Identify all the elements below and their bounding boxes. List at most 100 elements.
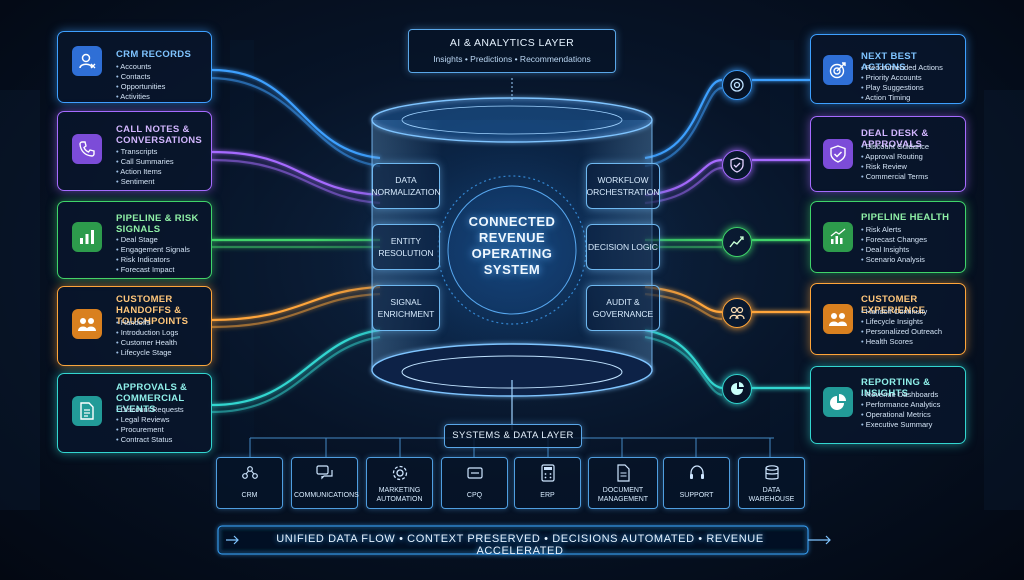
card-item: Executive Summary xyxy=(861,420,961,430)
card-item: Approval Routing xyxy=(861,152,961,162)
card-item: Procurement xyxy=(116,425,207,435)
headset-icon xyxy=(689,465,704,479)
card-item: Activities xyxy=(116,92,207,102)
card-items: Handoff Continuity Lifecycle Insights Pe… xyxy=(861,307,961,347)
system-label: CRM xyxy=(241,492,258,499)
system-crm: CRM xyxy=(216,457,283,509)
system-communications: COMMUNICATIONS xyxy=(291,457,359,509)
document-icon xyxy=(72,396,102,426)
card-title: PIPELINE HEALTH xyxy=(861,212,950,223)
system-label: MARKETING AUTOMATION xyxy=(376,487,423,503)
outcome-card-next-best-actions: NEXT BEST ACTIONS Recommended Actions Pr… xyxy=(810,34,966,104)
footer-rail xyxy=(217,525,831,555)
module-data-normalization: DATA NORMALIZATION xyxy=(371,163,441,209)
card-item: Operational Metrics xyxy=(861,410,961,420)
people-icon xyxy=(722,298,752,328)
card-item: Discount Requests xyxy=(116,405,207,415)
card-items: Risk Alerts Forecast Changes Deal Insigh… xyxy=(861,225,961,265)
module-label: SIGNAL ENRICHMENT xyxy=(377,297,435,319)
core-title-line: SYSTEM xyxy=(483,262,541,277)
systems-layer-title-box: SYSTEMS & DATA LAYER xyxy=(444,424,582,448)
card-item: Accounts xyxy=(116,62,207,72)
target-icon xyxy=(722,70,752,100)
card-items: Recommended Actions Priority Accounts Pl… xyxy=(861,63,961,103)
trend-chart-icon xyxy=(823,222,853,252)
source-card-call-notes: CALL NOTES & CONVERSATIONS Transcripts C… xyxy=(57,111,212,191)
system-erp: ERP xyxy=(514,457,581,509)
trend-chart-icon xyxy=(722,227,752,257)
module-workflow-orchestration: WORKFLOW ORCHESTRATION xyxy=(586,163,660,209)
card-item: Handoffs xyxy=(116,318,207,328)
card-item: Forecast Changes xyxy=(861,235,961,245)
network-icon xyxy=(241,466,258,479)
system-data-warehouse: DATA WAREHOUSE xyxy=(738,457,805,509)
card-title: PIPELINE & RISK SIGNALS xyxy=(116,213,199,235)
card-icon xyxy=(466,467,483,479)
document-icon xyxy=(617,464,630,482)
source-card-customer-handoffs: CUSTOMER HANDOFFS & TOUCHPOINTS Handoffs… xyxy=(57,286,212,366)
source-card-crm-records: CRM RECORDS Accounts Contacts Opportunit… xyxy=(57,31,212,103)
card-item: Transcripts xyxy=(116,147,207,157)
system-label: DOCUMENT MANAGEMENT xyxy=(597,487,649,503)
module-label: DATA NORMALIZATION xyxy=(371,175,441,197)
module-label: WORKFLOW ORCHESTRATION xyxy=(586,175,660,197)
card-item: Play Suggestions xyxy=(861,83,961,93)
shield-check-icon xyxy=(722,150,752,180)
footer-tagline: UNIFIED DATA FLOW • CONTEXT PRESERVED • … xyxy=(276,533,764,557)
card-item: Priority Accounts xyxy=(861,73,961,83)
module-audit-governance: AUDIT & GOVERNANCE xyxy=(586,285,660,331)
card-item: Handoff Continuity xyxy=(861,307,961,317)
card-item: Customer Health xyxy=(116,338,207,348)
pie-chart-icon xyxy=(823,387,853,417)
system-label: DATA WAREHOUSE xyxy=(748,487,795,503)
card-items: Discount Requests Legal Reviews Procurem… xyxy=(116,405,207,445)
outcome-card-reporting-insights: REPORTING & INSIGHTS Revenue Dashboards … xyxy=(810,366,966,444)
systems-layer-title: SYSTEMS & DATA LAYER xyxy=(452,430,574,441)
gear-icon xyxy=(392,465,407,481)
card-item: Risk Review xyxy=(861,162,961,172)
card-item: Health Scores xyxy=(861,337,961,347)
module-entity-resolution: ENTITY RESOLUTION xyxy=(372,224,440,270)
card-item: Action Timing xyxy=(861,93,961,103)
card-item: Deal Insights xyxy=(861,245,961,255)
card-item: Risk Indicators xyxy=(116,255,207,265)
card-item: Commercial Terms xyxy=(861,172,961,182)
card-items: Deal Stage Engagement Signals Risk Indic… xyxy=(116,235,207,275)
system-document-management: DOCUMENT MANAGEMENT xyxy=(588,457,658,509)
outcome-card-pipeline-health: PIPELINE HEALTH Risk Alerts Forecast Cha… xyxy=(810,201,966,273)
card-title: CRM RECORDS xyxy=(116,49,192,60)
card-item: Personalized Outreach xyxy=(861,327,961,337)
phone-icon xyxy=(72,134,102,164)
card-item: Contacts xyxy=(116,72,207,82)
people-icon xyxy=(823,304,853,334)
module-label: ENTITY RESOLUTION xyxy=(378,236,434,258)
card-item: Lifecycle Insights xyxy=(861,317,961,327)
ai-layer-title: AI & ANALYTICS LAYER xyxy=(449,37,575,49)
source-card-pipeline-risk: PIPELINE & RISK SIGNALS Deal Stage Engag… xyxy=(57,201,212,279)
card-item: Recommended Actions xyxy=(861,63,961,73)
system-marketing-automation: MARKETING AUTOMATION xyxy=(366,457,433,509)
card-items: Handoffs Introduction Logs Customer Heal… xyxy=(116,318,207,358)
pie-chart-icon xyxy=(722,374,752,404)
user-icon xyxy=(72,46,102,76)
card-item: Risk Alerts xyxy=(861,225,961,235)
ai-layer-subtitle: Insights • Predictions • Recommendations xyxy=(433,54,591,64)
card-item: Discount Guidance xyxy=(861,142,961,152)
module-signal-enrichment: SIGNAL ENRICHMENT xyxy=(372,285,440,331)
card-item: Opportunities xyxy=(116,82,207,92)
card-item: Action Items xyxy=(116,167,207,177)
card-item: Contract Status xyxy=(116,435,207,445)
card-item: Call Summaries xyxy=(116,157,207,167)
card-item: Engagement Signals xyxy=(116,245,207,255)
card-title: CALL NOTES & CONVERSATIONS xyxy=(116,124,203,146)
module-label: AUDIT & GOVERNANCE xyxy=(592,297,654,319)
database-icon xyxy=(764,465,779,480)
module-label: DECISION LOGIC xyxy=(588,242,658,252)
bar-chart-icon xyxy=(72,222,102,252)
card-item: Forecast Impact xyxy=(116,265,207,275)
card-item: Legal Reviews xyxy=(116,415,207,425)
card-item: Revenue Dashboards xyxy=(861,390,961,400)
system-label: SUPPORT xyxy=(679,492,714,499)
system-label: ERP xyxy=(540,492,555,499)
